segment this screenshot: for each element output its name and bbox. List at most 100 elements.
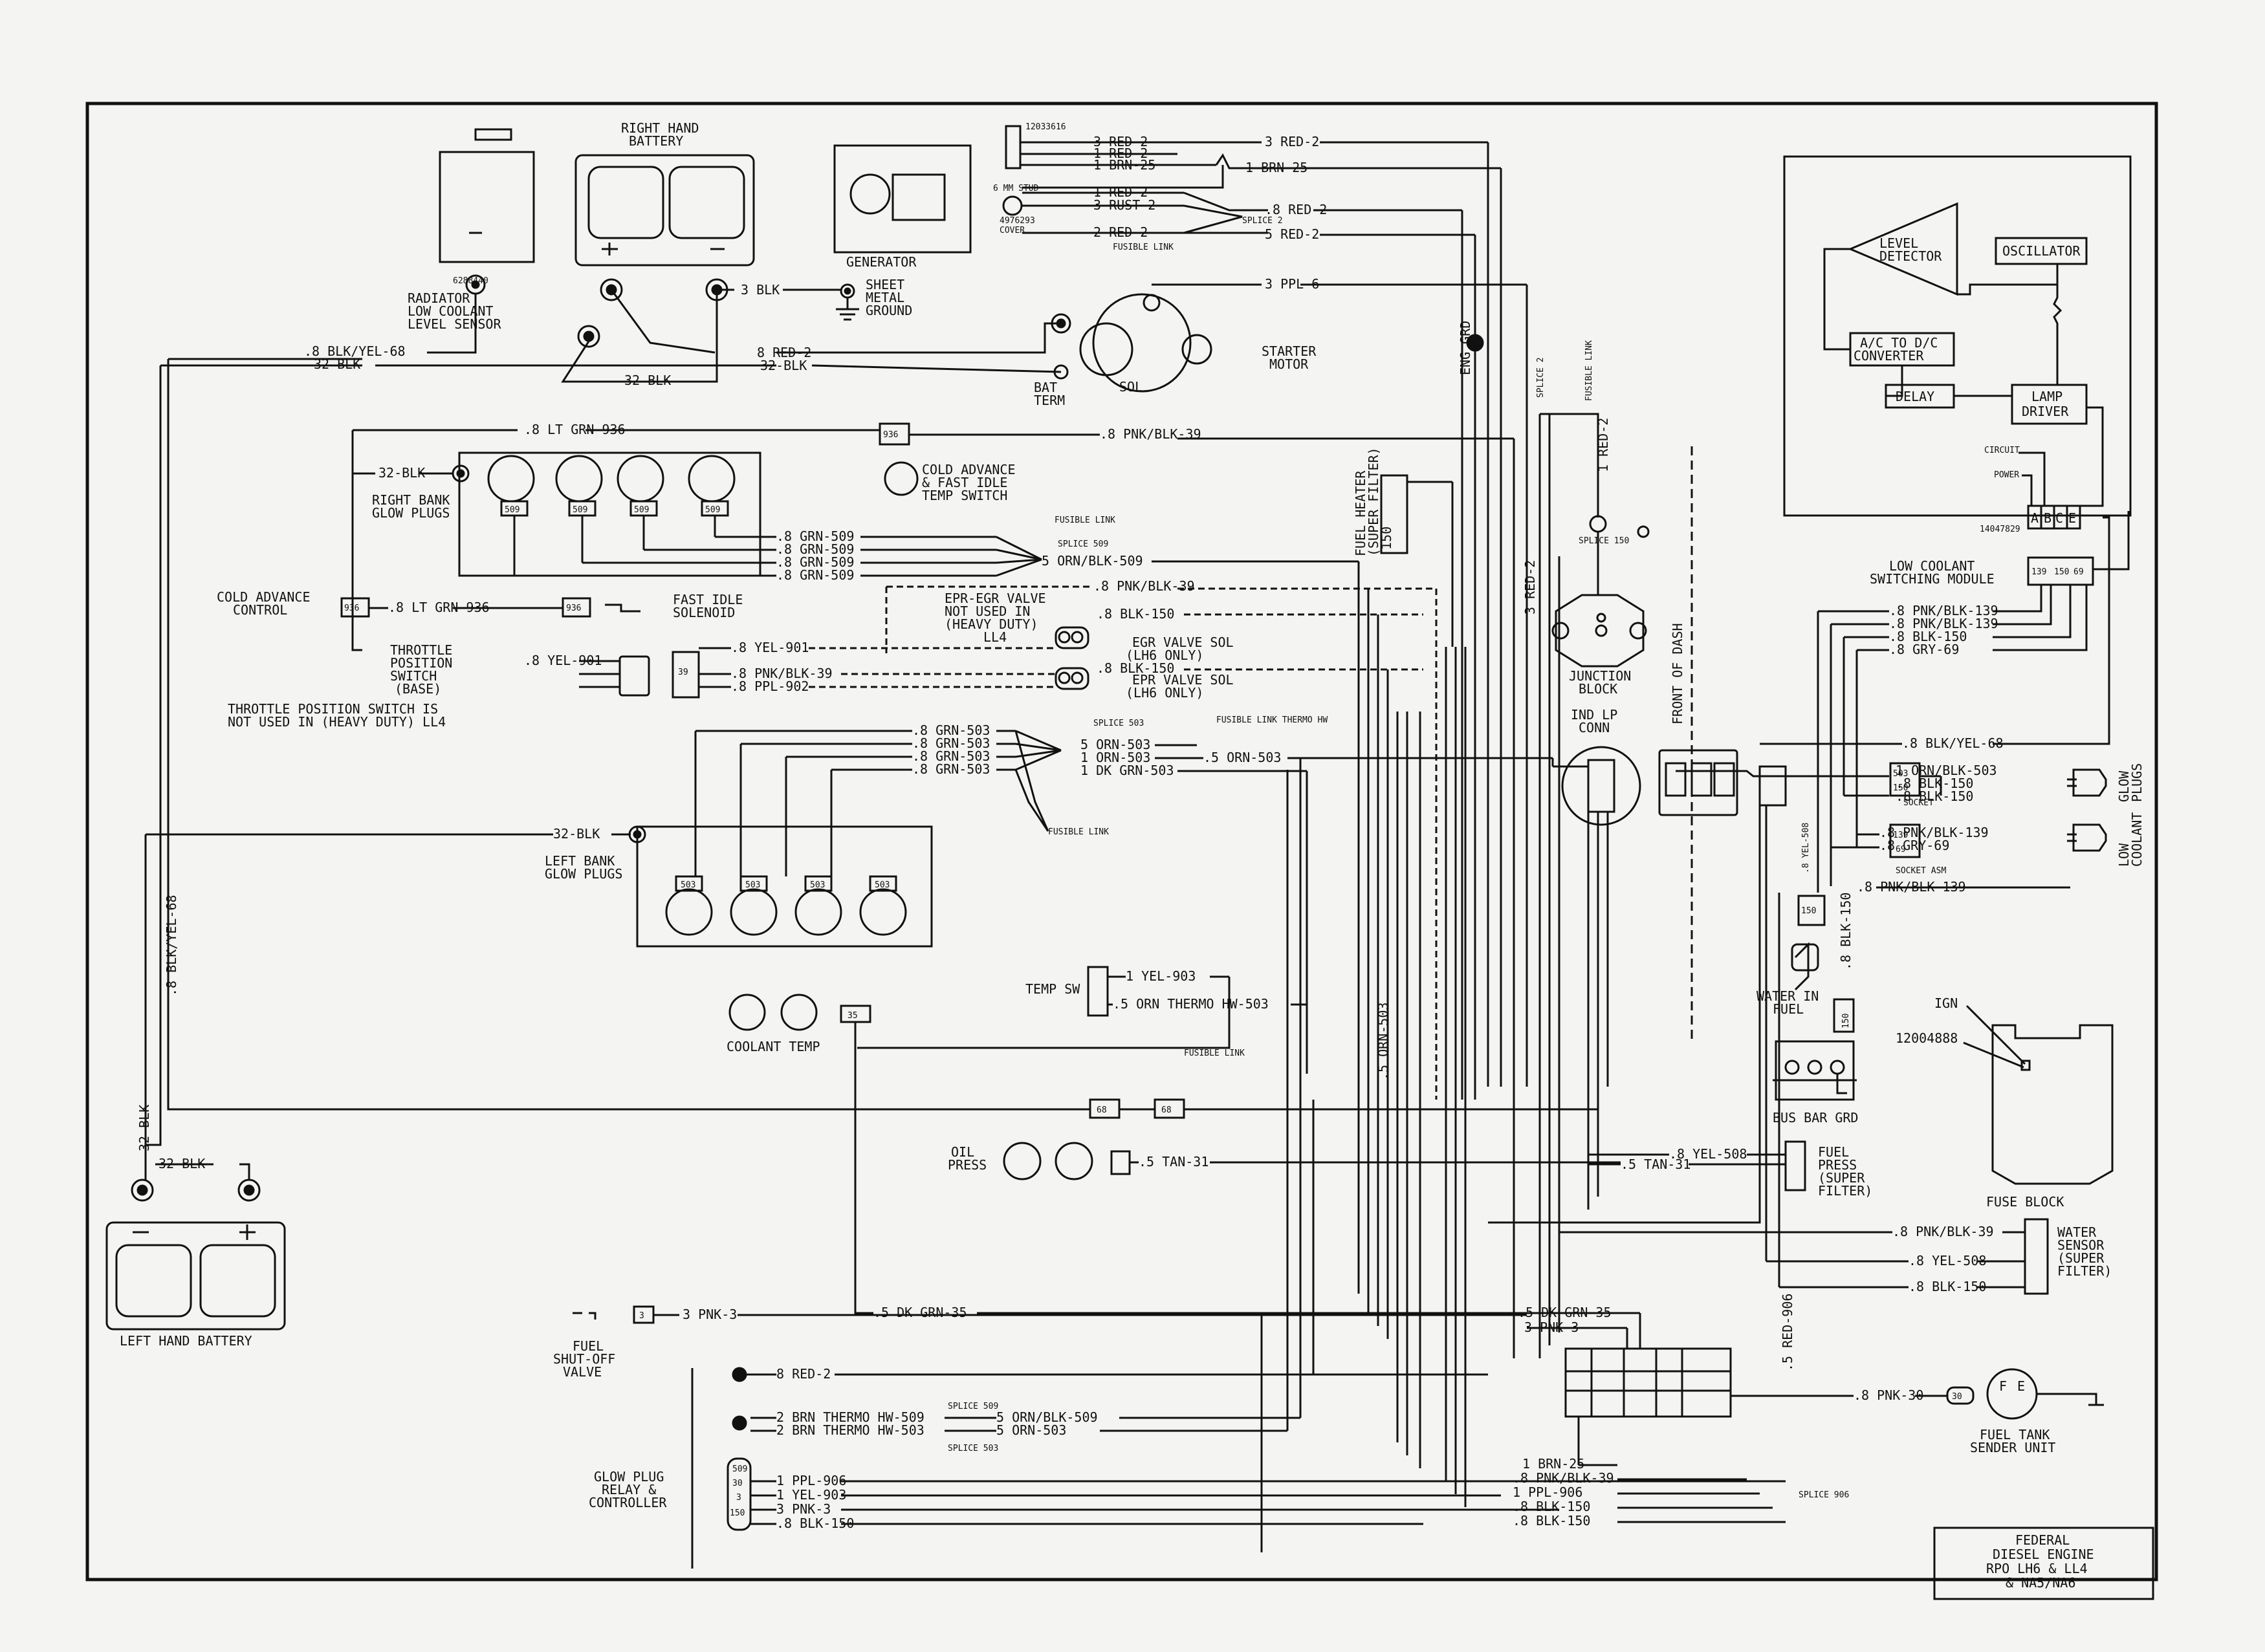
epr-blk150: .8 BLK-150 (1097, 606, 1174, 622)
wire-1brn25b: 1 BRN-25 (1245, 160, 1308, 175)
ground-label-3: GROUND (866, 303, 912, 318)
wire-1red2b: 1 RED-2 (1093, 184, 1148, 200)
left-bank-glow-plugs: 503 503 503 503 LEFT BANK GLOW PLUGS (545, 825, 933, 948)
throttle-2: POSITION (390, 655, 452, 671)
c68a: 68 (1097, 1105, 1107, 1115)
lglow-conn-2: 503 (745, 880, 760, 890)
ws-yel508: .8 YEL-508 (1909, 1253, 1986, 1268)
level-det-2: DETECTOR (1879, 248, 1942, 264)
ts-yel903: 1 YEL-903 (1126, 968, 1196, 984)
wire-32blk-3: 32-BLK (760, 358, 807, 373)
glow-plugs-lamp-1: GLOW (2116, 770, 2132, 802)
wire-3red2: 3 RED-2 (1093, 134, 1148, 149)
stud-1: 6 MM STUD (993, 184, 1039, 193)
generator: GENERATOR 12033616 6 MM STUD 4976293 COV… (833, 122, 1066, 270)
lglow-conn-3: 503 (810, 880, 825, 890)
epr-4: LL4 (983, 629, 1007, 645)
ft-c30: 30 (1952, 1392, 1962, 1402)
splice2-label: SPLICE 2 (1242, 216, 1283, 226)
lglow-conn-1: 503 (681, 880, 695, 890)
wire-8red2b: .8 RED-2 (1265, 202, 1327, 217)
lamp-503: 503 (1893, 769, 1908, 779)
fusible-link-3: FUSIBLE LINK (1048, 827, 1109, 837)
ws-3: (SUPER (2057, 1250, 2105, 1266)
glow-conn-3: 509 (634, 505, 649, 515)
throttle-3: SWITCH (390, 668, 437, 684)
jb-label-1: JUNCTION (1569, 668, 1631, 684)
sw-blk150: .8 BLK-150 (1889, 629, 1967, 644)
fsv-3: 3 (639, 1311, 644, 1321)
gpr-brn503: 2 BRN THERMO HW-503 (776, 1422, 925, 1438)
acdc-2: CONVERTER (1854, 348, 1924, 364)
lamp-150: 150 (1893, 783, 1908, 793)
main-harness-vertical (1357, 414, 1560, 1507)
stud-3: COVER (1000, 226, 1025, 235)
lglow-conn-4: 503 (875, 880, 890, 890)
abcef-a: A (2031, 510, 2039, 526)
sw-pnkblk139d: .8 PNK/BLK-139 (1857, 879, 1966, 895)
wire-1red2: 1 RED-2 (1093, 146, 1148, 161)
front-dash: FRONT OF DASH (1670, 623, 1685, 724)
vbundle-ornbks: .5 ORN-503 (1375, 1003, 1391, 1080)
stud-2: 4976293 (1000, 216, 1035, 226)
svg-text:E: E (2017, 1378, 2025, 1394)
oil-press: OIL PRESS (948, 1142, 1621, 1180)
fh-conn: 150 (1379, 527, 1394, 550)
bat-term-1: BAT (1034, 380, 1057, 395)
fuel-press: FUEL PRESS (SUPER FILTER) (1588, 1140, 1872, 1199)
cold-advance-control: COLD ADVANCE CONTROL 936 936 (217, 589, 591, 651)
junction-block: SPLICE 2 3 RED-2 1 RED-2 FUSIBLE LINK JU… (1522, 340, 1650, 697)
splice906: SPLICE 906 (1799, 1490, 1849, 1500)
swm-139: 139 (2031, 567, 2046, 577)
wif-blk150: .8 BLK-150 (1838, 893, 1854, 970)
fp-3: (SUPER (1818, 1170, 1865, 1186)
temp-sw-label: TEMP SW (1025, 981, 1080, 997)
gpr-2: RELAY & (602, 1482, 656, 1497)
ft-1: FUEL TANK (1980, 1427, 2050, 1442)
gpr-ppl906: 1 PPL-906 (776, 1473, 846, 1488)
fusible-thermo: FUSIBLE LINK THERMO HW (1216, 715, 1328, 725)
fsv-1: FUEL (573, 1338, 604, 1354)
grn509-4: .8 GRN-509 (776, 567, 854, 583)
grn503-2: .8 GRN-503 (912, 735, 990, 751)
lamp-driver-2: DRIVER (2022, 404, 2069, 419)
gpr-brn509: 2 BRN THERMO HW-509 (776, 1409, 925, 1425)
wire-ltgrn936: .8 LT GRN-936 (524, 422, 626, 437)
conn-39: 39 (678, 668, 688, 677)
cold-advance-temp-switch: COLD ADVANCE & FAST IDLE TEMP SWITCH (884, 461, 1016, 503)
splice2-vert: SPLICE 2 (1536, 357, 1546, 398)
wire-3red2b: 3 RED-2 (1265, 134, 1319, 149)
radiator-label-2: LOW COOLANT (408, 303, 493, 319)
starter-label-1: STARTER (1262, 343, 1317, 359)
wire-8red2: 8 RED-2 (757, 345, 811, 360)
title-4: & NA5/NA6 (2006, 1575, 2075, 1591)
lamp-139: 139 (1893, 831, 1908, 840)
fp-4: FILTER) (1818, 1183, 1872, 1199)
sw-ornblk503: 1 ORN/BLK-503 (1896, 763, 1997, 778)
wire-1orn503: 1 ORN-503 (1080, 750, 1150, 765)
radiator-label-3: LEVEL SENSOR (408, 316, 501, 332)
wif-c150: 150 (1801, 906, 1816, 916)
temp-switch: TEMP SW (857, 966, 1308, 1049)
lamp-69: 69 (1896, 845, 1906, 854)
fh-label-2: (SUPER FILTER) (1366, 447, 1381, 556)
title-3: RPO LH6 & LL4 (1986, 1561, 2088, 1576)
ground-label-2: METAL (866, 290, 904, 305)
splice503b: SPLICE 503 (948, 1444, 998, 1453)
c68b: 68 (1161, 1105, 1172, 1115)
switching-module: LOW COOLANT SWITCHING MODULE 139 150 69 (1870, 511, 2130, 745)
fp-2: PRESS (1818, 1157, 1857, 1173)
wire-32blk: 32 BLK (314, 356, 360, 372)
wire-vert-blkyel68: .8 BLK/YEL-68 (164, 895, 179, 996)
grn-503-wires (694, 730, 1494, 1074)
battery-wiring (304, 288, 1062, 383)
left-glow-1: LEFT BANK (545, 853, 615, 869)
wire-5red2: 5 RED-2 (1265, 226, 1319, 242)
jb-part: SPLICE 150 (1579, 536, 1629, 546)
cc-blk150b: .8 BLK-150 (1513, 1513, 1590, 1528)
left-hand-battery: 32 BLK LEFT HAND BATTERY (105, 1100, 286, 1349)
ws-pnkblk39: .8 PNK/BLK-39 (1892, 1224, 1994, 1239)
epr-sol-1: EPR VALVE SOL (1132, 672, 1234, 688)
fuel-tank-sender: F E FUEL TANK SENDER UNIT 30 (1740, 1368, 2104, 1455)
epr-blk150b: .8 BLK-150 (1097, 660, 1174, 676)
